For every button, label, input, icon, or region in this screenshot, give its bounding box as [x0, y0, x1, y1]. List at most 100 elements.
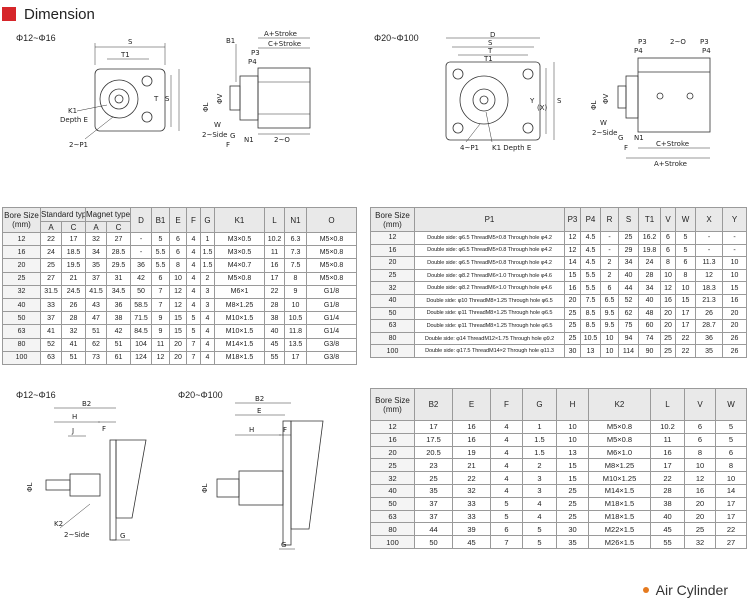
table-cell: 16	[452, 432, 491, 447]
table-cell: 20	[169, 337, 187, 352]
th-e: E	[452, 388, 491, 421]
dim-j: J	[71, 427, 74, 435]
dim-s: S	[128, 38, 133, 46]
table-cell: 38	[106, 311, 131, 326]
dim-phi-l: ΦL	[201, 483, 209, 493]
table-cell: 9	[151, 324, 170, 339]
dim-f: F	[283, 426, 287, 434]
th-p3: P3	[564, 207, 581, 232]
cell-bore-size: 80	[2, 337, 41, 352]
table-cell: 51	[106, 337, 131, 352]
table-cell: 50	[414, 535, 453, 549]
dim-phi-l: ΦL	[590, 100, 598, 110]
table-cell: 12	[169, 297, 187, 313]
dim-s-vertical: S	[557, 97, 562, 105]
dim-f: F	[102, 425, 106, 433]
label-bore-range-bottom-left: Φ12~Φ16	[16, 390, 56, 400]
dim-t1: T1	[120, 51, 130, 59]
table-cell: Double side: φ11 ThreadM8×1.25 Through h…	[414, 306, 565, 321]
th-g: G	[200, 207, 215, 233]
table-cell: 55	[264, 350, 285, 365]
cell-bore-size: 25	[2, 271, 41, 286]
th-bore-size: Bore Size (mm)	[370, 207, 415, 232]
table-cell: 2	[522, 458, 557, 473]
table-cell: -	[695, 231, 723, 245]
th-d: D	[130, 207, 152, 233]
table-cell: M5×0.8	[306, 231, 357, 247]
table-cell: 22	[650, 471, 685, 485]
table-cell: 5	[715, 432, 747, 447]
th-mag-a: A	[85, 221, 107, 233]
dimension-table-2: Bore Size (mm) P1 P3 P4 R S T1 V W X Y 1…	[370, 207, 747, 358]
dim-p4: P4	[248, 58, 257, 66]
table-cell: 14	[715, 483, 747, 498]
table-cell: 13	[556, 445, 589, 460]
dim-g: G	[281, 541, 286, 549]
cell-bore-size: 12	[2, 231, 41, 247]
table-cell: 38	[650, 496, 685, 511]
table-cell: 18.3	[695, 281, 723, 295]
table-cell: 124	[130, 350, 152, 365]
table-cell: 35	[695, 344, 723, 358]
table-cell: 94	[618, 331, 639, 346]
table-cell: 5	[490, 509, 523, 524]
table-cell: 7	[186, 337, 201, 352]
table-cell: 90	[638, 344, 661, 358]
table-cell: 5	[186, 324, 201, 339]
table-cell: 24	[40, 245, 62, 260]
th-n1: N1	[284, 207, 307, 233]
table-cell: 11	[151, 337, 170, 352]
table-cell: 26	[722, 344, 747, 358]
table-cell: G1/8	[306, 284, 357, 299]
cell-bore-size: 20	[2, 258, 41, 273]
dim-k1: K1	[68, 107, 77, 115]
table-cell: 40	[650, 509, 685, 524]
table-cell: 12	[695, 268, 723, 283]
table-cell: 33	[452, 496, 491, 511]
table-cell: 8.5	[580, 319, 601, 333]
table-cell: 28	[650, 483, 685, 498]
table-cell: 41	[61, 337, 86, 352]
table-cell: 21.3	[695, 293, 723, 308]
table-cell: 44	[618, 281, 639, 295]
table-cell: 11.3	[695, 256, 723, 270]
dim-y: Y	[529, 97, 535, 105]
table-cell: M4×0.7	[214, 258, 265, 273]
table-cell: M10×1.5	[214, 324, 265, 339]
table-cell: 6	[660, 243, 676, 258]
table-cell: 7.5	[580, 293, 601, 308]
table-cell: 32	[684, 535, 716, 549]
table-cell: 26	[61, 297, 86, 313]
dim-c-stroke: C+Stroke	[656, 140, 689, 148]
table-cell: M8×1.25	[588, 458, 651, 473]
th-mag-c: C	[106, 221, 131, 233]
table-cell: 4	[186, 258, 201, 273]
table-cell: 7	[151, 284, 170, 299]
table-cell: 30	[556, 522, 589, 537]
table-cell: 6	[169, 231, 187, 247]
dim-phi-v: ΦV	[602, 93, 610, 104]
table-cell: 6	[660, 231, 676, 245]
table-cell: 10	[600, 344, 619, 358]
dim-phi-l: ΦL	[26, 482, 34, 492]
table-cell: 22	[452, 471, 491, 485]
table-cell: M8×1.25	[214, 297, 265, 313]
dim-2-side: 2~Side	[202, 131, 227, 139]
table-cell: 1	[200, 231, 215, 247]
table-cell: 20	[660, 306, 676, 321]
table-cell: 5	[675, 243, 696, 258]
table-cell: 7	[151, 297, 170, 313]
table-cell: M5×0.8	[588, 420, 651, 434]
table-cell: 7	[186, 350, 201, 365]
table-cell: 10.5	[580, 331, 601, 346]
footer-title: Air Cylinder	[655, 582, 728, 598]
table-cell: 26	[722, 331, 747, 346]
